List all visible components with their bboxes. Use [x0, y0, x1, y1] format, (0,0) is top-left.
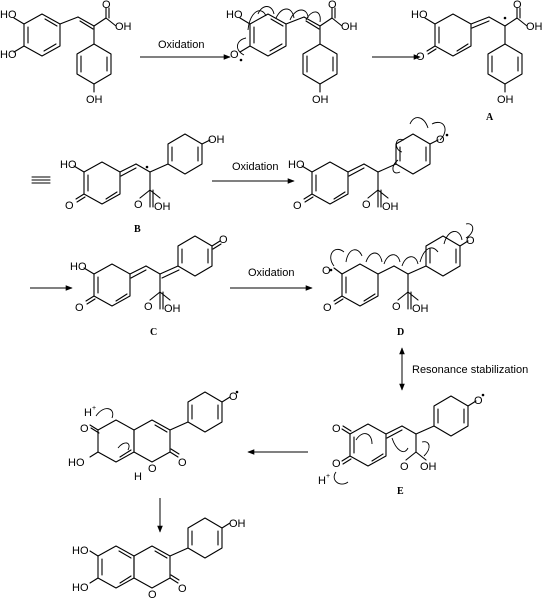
atom-oh-acid-1: OH [115, 21, 132, 33]
molecule-start [13, 7, 117, 93]
atom-oh-acid-E: OH [420, 461, 437, 473]
atom-o-quinone-C: O [75, 302, 84, 314]
molecule-radical-1 [237, 6, 343, 93]
atom-o-para-D: O [466, 235, 475, 247]
atom-o-para-E: O [474, 395, 483, 407]
atom-o-ring-product: O [148, 589, 157, 601]
molecule-B [73, 133, 211, 208]
molecule-C [83, 235, 222, 310]
atom-o-carbonyl-product: O [178, 583, 187, 595]
atom-oh-product: OH [229, 518, 246, 530]
atom-o-acid-E: O [400, 461, 409, 473]
atom-o-para-F: O [229, 391, 238, 403]
atom-o-quinone-A: O [416, 51, 425, 63]
atom-o-acid-2nd: O [362, 199, 371, 211]
molecule-D [329, 223, 474, 310]
atom-o-quinone-2nd: O [293, 200, 302, 212]
atom-o-acid-A: O [513, 0, 522, 11]
identity-symbol [31, 176, 51, 184]
atom-h-plus-F: H [84, 407, 92, 419]
atom-o-radical-1: O [230, 49, 239, 61]
atom-o-acid-C: O [144, 301, 153, 313]
atom-oh-acid-D: OH [412, 303, 429, 315]
atom-o-top-F: O [80, 423, 89, 435]
molecule-E [333, 393, 485, 485]
molecule-product [89, 517, 231, 589]
atom-o-ring-F: O [148, 463, 157, 475]
label-A: A [486, 112, 494, 123]
label-E: E [397, 486, 404, 497]
charge-plus-E: + [326, 473, 330, 480]
reagent-oxidation-3: Oxidation [248, 267, 294, 279]
atom-ho-product-1: HO [72, 545, 89, 557]
atom-oh-phenol-1: OH [86, 94, 103, 106]
molecule-radical-2 [301, 117, 449, 208]
atom-oh-acid-A: OH [526, 21, 543, 33]
atom-o-quinone-B: O [65, 200, 74, 212]
atom-oh-acid-2: OH [341, 21, 358, 33]
atom-o-acid-D: O [392, 301, 401, 313]
atom-o-acid-2: O [328, 0, 337, 11]
atom-ho-4: HO [411, 9, 428, 21]
atom-o-quinone-D: O [323, 302, 332, 314]
atom-ho-B: HO [60, 159, 77, 171]
atom-ho-3: HO [226, 9, 243, 21]
atom-o-radical-D: O [322, 265, 331, 277]
reagent-resonance: Resonance stabilization [412, 364, 528, 376]
label-C: C [150, 327, 157, 338]
atom-ho-2nd: HO [288, 159, 305, 171]
atom-oh-phenol-A: OH [497, 94, 514, 106]
atom-ho-F: HO [68, 457, 85, 469]
atom-ho-1: HO [0, 9, 17, 21]
atom-ho-product-2: HO [72, 582, 89, 594]
molecule-cyclization [89, 390, 239, 463]
atom-o-radical-2nd: O [436, 134, 445, 146]
reagent-oxidation-1: Oxidation [158, 39, 204, 51]
atom-oh-acid-C: OH [164, 303, 181, 315]
atom-oh-acid-B: OH [154, 201, 171, 213]
atom-oh-phenol-2: OH [312, 94, 329, 106]
label-D: D [397, 327, 404, 338]
atom-o-top-E: O [332, 423, 341, 435]
molecule-A [424, 7, 528, 93]
atom-ho-C: HO [70, 261, 87, 273]
atom-o-carbonyl-F: O [178, 457, 187, 469]
atom-h-F: H [134, 471, 142, 483]
atom-o-para-C: O [219, 234, 228, 246]
atom-o-acid-1: O [102, 0, 111, 11]
charge-plus-F: + [92, 405, 96, 412]
atom-oh-acid-2nd: OH [382, 201, 399, 213]
atom-ho-2: HO [0, 49, 17, 61]
atom-h-plus-E: H [318, 475, 326, 487]
label-B: B [134, 224, 141, 235]
atom-o-bottom-E: O [332, 458, 341, 470]
atom-oh-phenol-B: OH [208, 134, 225, 146]
reagent-oxidation-2: Oxidation [232, 161, 278, 173]
atom-o-acid-B: O [134, 199, 143, 211]
